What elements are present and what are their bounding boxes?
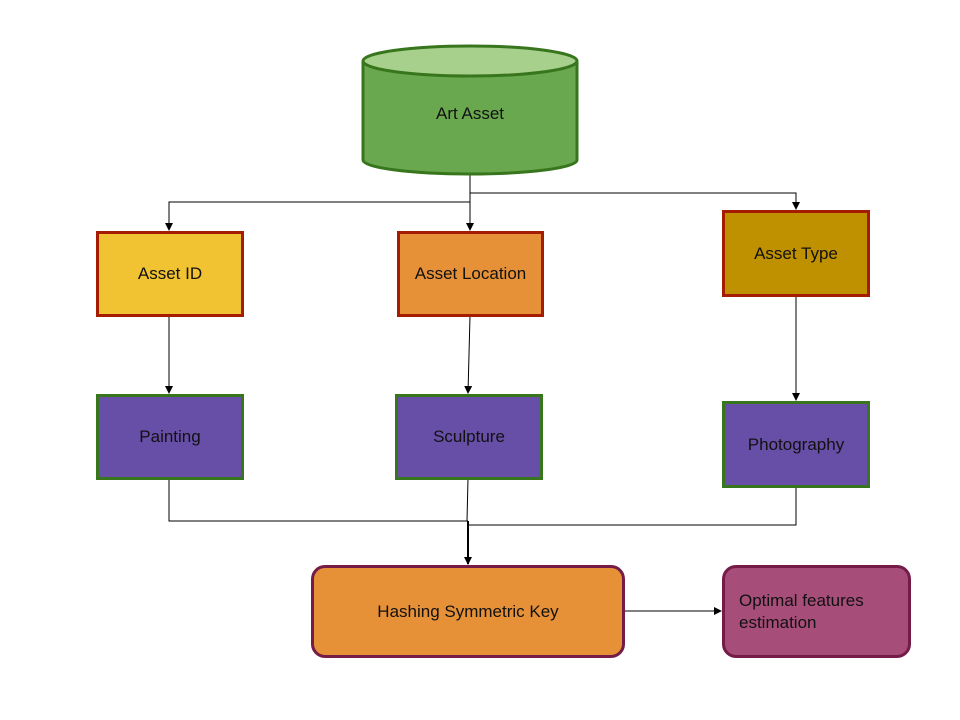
optimal-features-label: Optimal features estimation <box>739 590 864 632</box>
hashing-symmetric-key-label: Hashing Symmetric Key <box>377 601 559 621</box>
photography-label: Photography <box>747 434 845 454</box>
sculpture-box: Sculpture <box>395 394 543 480</box>
connector-photography-merge <box>468 487 797 526</box>
art-asset-label: Art Asset <box>435 104 505 123</box>
asset-id-box: Asset ID <box>96 231 244 317</box>
painting-box: Painting <box>96 394 244 480</box>
database-cylinder-shape <box>361 44 579 176</box>
connector-db-to-asset-type <box>470 192 800 210</box>
asset-type-box: Asset Type <box>722 210 870 297</box>
connector-sculpture-merge <box>466 478 469 522</box>
connector-db-to-asset-id <box>165 201 470 231</box>
connector-asset-location-to-sculpture <box>464 315 473 394</box>
asset-id-label: Asset ID <box>137 264 203 283</box>
asset-type-label: Asset Type <box>754 243 838 263</box>
optimal-features-box: Optimal features estimation <box>722 565 911 658</box>
art-asset-database: Art Asset <box>360 44 580 176</box>
connector-painting-merge <box>168 479 468 522</box>
sculpture-label: Sculpture <box>433 427 505 446</box>
hashing-symmetric-key-box: Hashing Symmetric Key <box>311 565 625 658</box>
painting-label: Painting <box>139 427 201 446</box>
asset-location-label: Asset Location <box>414 264 527 283</box>
photography-box: Photography <box>722 401 870 488</box>
asset-location-box: Asset Location <box>397 231 544 317</box>
